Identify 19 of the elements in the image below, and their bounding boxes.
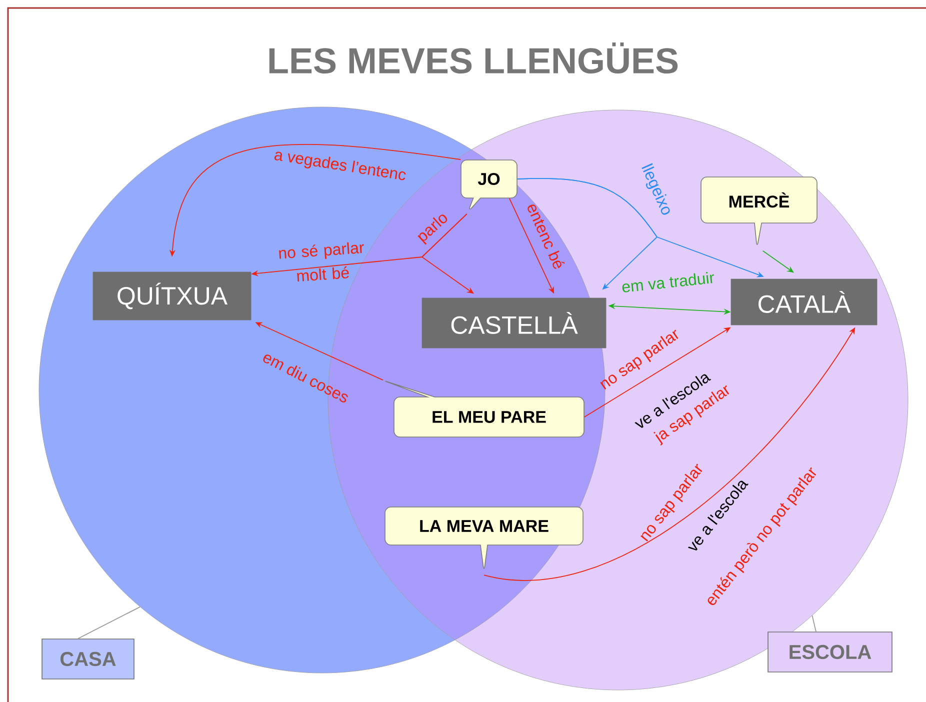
edge-label: em diu coses <box>263 354 348 402</box>
edge-label: entenc bé <box>528 204 565 269</box>
speech-bubble: MERCÈ <box>700 176 818 245</box>
leader-line <box>812 615 816 632</box>
edge-label: em va traduir <box>622 272 714 292</box>
title: LES MEVES LLENGÜES <box>269 42 678 74</box>
tag-box: CASA <box>42 638 134 680</box>
language-box: CATALÀ <box>730 278 878 326</box>
tag-box: ESCOLA <box>768 632 892 672</box>
arrow <box>421 213 474 294</box>
language-box: CASTELLÀ <box>422 298 606 348</box>
leader-line <box>78 606 140 640</box>
arrow <box>762 250 794 273</box>
speech-bubble: EL MEU PARE <box>384 380 584 438</box>
edge-label: a vegades l’entenc <box>274 152 406 180</box>
speech-bubble: JO <box>460 160 518 210</box>
edge-label: no sé parlar molt bé <box>279 242 364 282</box>
language-box: QUÍTXUA <box>92 272 252 320</box>
speech-bubble: LA MEVA MARE <box>384 506 584 569</box>
